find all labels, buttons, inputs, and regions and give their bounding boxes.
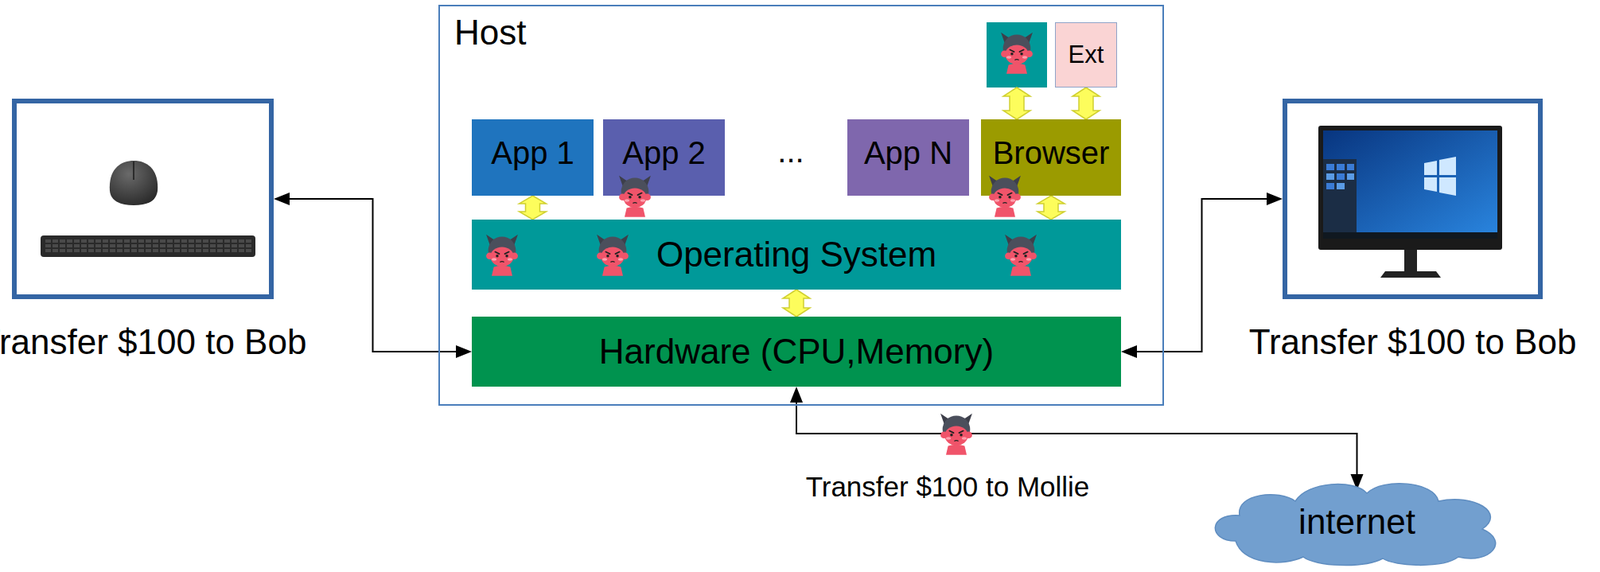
tile xyxy=(1336,173,1345,180)
arrow-head xyxy=(790,386,803,403)
host-box: HostExtApp 1 App 2 App N BrowserOperating S… xyxy=(438,4,1164,406)
data-flow-arrow xyxy=(1003,87,1031,120)
internet-cloud: internet xyxy=(1203,477,1511,567)
block-arrow xyxy=(782,289,810,317)
tile xyxy=(1346,163,1355,171)
extension-box: Ext xyxy=(1054,22,1118,88)
node-label: App N xyxy=(864,134,953,172)
node-label: Ext xyxy=(1068,40,1105,70)
node-label: App 1 xyxy=(490,134,575,172)
app-box: App 2 xyxy=(603,119,725,196)
attacker-icon xyxy=(1000,32,1033,74)
monitor-base xyxy=(1380,271,1441,278)
ellipsis-label: ... xyxy=(777,132,804,170)
tile xyxy=(1326,182,1335,190)
attacker-icon xyxy=(1000,232,1042,277)
windows-logo xyxy=(1439,177,1456,196)
monitor-bezel xyxy=(1318,125,1503,250)
node-label: Operating System xyxy=(656,234,937,276)
app-box: App N xyxy=(847,119,970,196)
connector-line xyxy=(1136,198,1268,352)
tile xyxy=(1326,173,1335,180)
connector xyxy=(1072,87,1100,120)
keyboard-keys xyxy=(44,238,252,254)
node-label: Hardware (CPU,Memory) xyxy=(599,331,994,373)
taskbar xyxy=(1323,232,1498,239)
edge-label: Transfer $100 to Mollie xyxy=(802,471,1094,503)
cloud-outline xyxy=(1214,483,1495,566)
attacker-icon xyxy=(940,413,973,456)
malicious-extension xyxy=(986,22,1048,120)
connector-line xyxy=(796,401,1358,475)
browser-box: Browser xyxy=(981,119,1122,196)
arrow-head xyxy=(1121,345,1137,359)
node-label: Transfer $100 to Bob xyxy=(1249,322,1577,363)
input-device-frame: Transfer $100 to Bob xyxy=(11,98,274,300)
monitor-picture xyxy=(1318,125,1503,278)
windows-logo xyxy=(1424,177,1437,192)
node-label: internet xyxy=(1298,502,1416,543)
node-label: Browser xyxy=(992,134,1110,172)
monitor-neck xyxy=(1404,249,1418,273)
app-box: App 1 xyxy=(471,119,594,196)
arrow-head xyxy=(273,192,290,206)
start-menu xyxy=(1323,159,1357,233)
os-band: Operating System xyxy=(471,219,1122,290)
attacker-icon xyxy=(614,173,656,219)
extension-box xyxy=(986,22,1048,88)
block-arrow xyxy=(1072,87,1100,120)
node-label: Host xyxy=(454,12,526,54)
node-label: App 2 xyxy=(622,134,706,172)
windows-logo xyxy=(1424,160,1437,176)
attacker-icon xyxy=(984,173,1026,219)
tile xyxy=(1346,173,1355,180)
windows-logo xyxy=(1439,156,1456,176)
connector xyxy=(1037,195,1065,220)
mouse-line xyxy=(132,161,135,180)
label-holder: ... xyxy=(777,132,804,170)
tile xyxy=(1336,163,1345,171)
edge-label-holder: Transfer $100 to Mollie xyxy=(802,471,1094,503)
keyboard xyxy=(40,235,256,257)
display-frame: Transfer $100 to Bob xyxy=(1282,98,1543,300)
mouse-keyboard-picture xyxy=(40,160,256,257)
tile xyxy=(1326,163,1335,171)
monitor-screen xyxy=(1323,130,1498,239)
mouse xyxy=(109,160,158,206)
connector-line xyxy=(288,198,457,352)
block-arrow xyxy=(1037,195,1065,220)
tile xyxy=(1336,182,1345,190)
attacker-icon xyxy=(591,232,634,277)
connector xyxy=(782,289,810,317)
hardware-band: Hardware (CPU,Memory) xyxy=(471,316,1122,387)
block-arrow xyxy=(519,195,547,220)
arrow-head xyxy=(455,345,472,359)
connector xyxy=(519,195,547,220)
node-label: Transfer $100 to Bob xyxy=(0,322,307,363)
arrow-head xyxy=(1266,192,1283,206)
attacker-icon xyxy=(481,232,523,277)
